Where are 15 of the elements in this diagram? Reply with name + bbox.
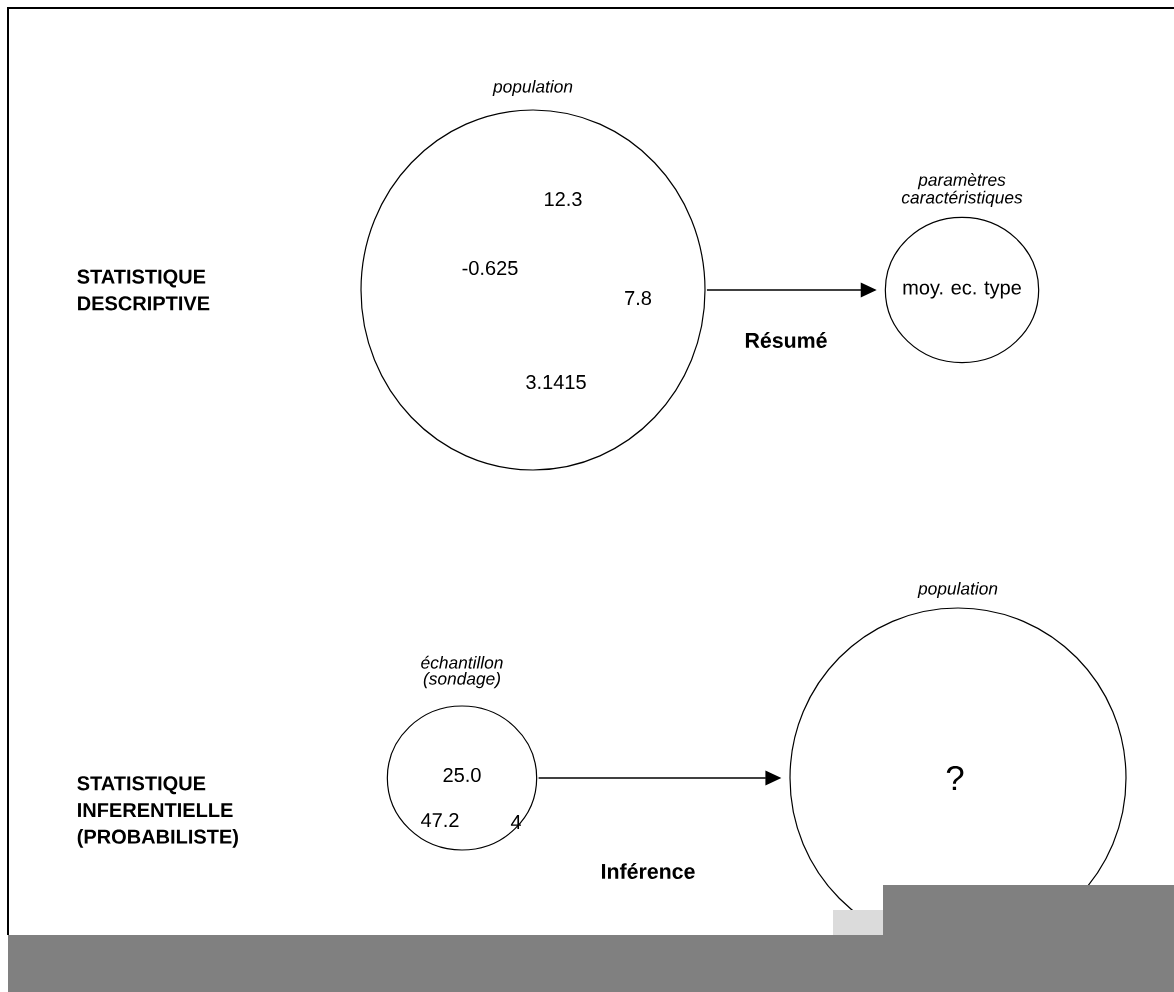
section-label: STATISTIQUE INFERENTIELLE (PROBABILISTE) <box>77 776 238 848</box>
value-text: 4 <box>510 815 521 829</box>
value-text: -0.625 <box>462 260 518 276</box>
section-label: STATISTIQUE DESCRIPTIVE <box>77 269 210 311</box>
circle-caption: population <box>917 581 998 599</box>
value-text: moy. ec. type <box>903 281 1021 299</box>
value-text: 47.2 <box>421 813 459 827</box>
value-text: 7.8 <box>625 290 652 306</box>
value-text: 25.0 <box>443 767 481 783</box>
value-text: 12.3 <box>545 191 582 207</box>
value-text: 3.1415 <box>526 374 586 390</box>
circle-caption: paramètres caractéristiques <box>901 173 1023 208</box>
value-text: ? <box>946 765 964 791</box>
circle-caption: population <box>492 79 573 97</box>
circle-caption: échantillon (sondage) <box>421 655 503 689</box>
